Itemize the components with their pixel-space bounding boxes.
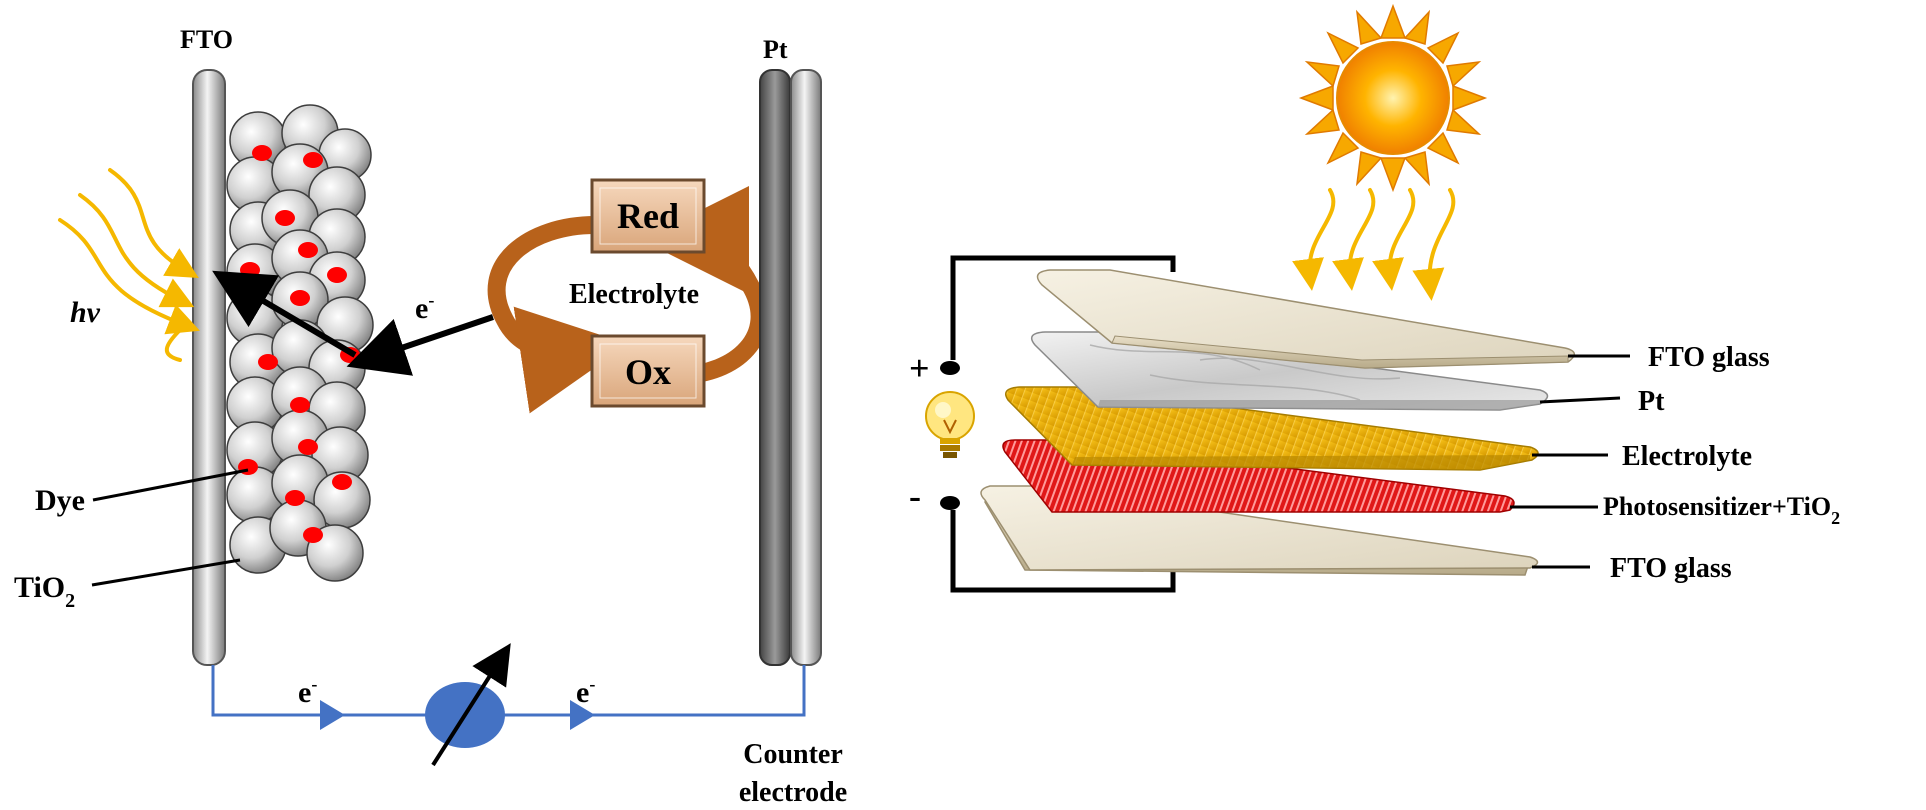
- ox-box: [590, 334, 706, 408]
- pt-substrate: [790, 69, 822, 666]
- layer-pt: [1030, 331, 1549, 411]
- fto-glass-top-label: FTO glass: [1648, 342, 1770, 373]
- sun-icon: [1298, 3, 1488, 193]
- right-panel: + -: [909, 3, 1840, 593]
- circuit-wire-top: [950, 255, 1176, 360]
- fto-glass-bottom-label: FTO glass: [1610, 553, 1732, 584]
- reduction-arrow: [487, 216, 629, 414]
- positive-terminal: [940, 361, 960, 375]
- dye-pointer: [92, 468, 249, 502]
- regeneration-arrow: [346, 314, 494, 376]
- pt-layer-label: Pt: [1638, 386, 1665, 417]
- pt-pointer: [1539, 396, 1621, 404]
- left-panel: FTO: [14, 25, 847, 808]
- incoming-light-rays: [58, 168, 200, 362]
- red-label: Red: [617, 196, 679, 236]
- ox-label: Ox: [625, 352, 671, 392]
- injection-arrow: [212, 270, 357, 358]
- circuit-wire-left: [211, 665, 428, 717]
- photosensitizer-layer-label: Photosensitizer+TiO2: [1603, 492, 1840, 528]
- tio2-label: TiO2: [14, 571, 75, 612]
- oxidation-arrow: [641, 186, 769, 384]
- fto-label: FTO: [180, 25, 233, 54]
- dye-label: Dye: [35, 484, 85, 517]
- redox-cycle: Red Ox Electrolyte: [487, 178, 769, 414]
- hv-label: hv: [70, 296, 101, 329]
- negative-terminal: [940, 496, 960, 510]
- fto-electrode: [192, 69, 226, 666]
- red-box: [590, 178, 706, 254]
- ammeter-icon: [425, 643, 511, 767]
- electrolyte-layer-label: Electrolyte: [1622, 441, 1752, 472]
- counter-electrode-label-line1: Counter: [743, 739, 843, 770]
- electrolyte-label: Electrolyte: [569, 279, 699, 310]
- electron-label-right: e-: [576, 674, 595, 709]
- circuit-wire-bottom: [950, 510, 1176, 593]
- minus-sign: -: [909, 476, 921, 516]
- electron-flow-arrow-left: [320, 700, 345, 730]
- tio2-particles: [226, 104, 374, 582]
- counter-electrode-label-line2: electrode: [739, 777, 847, 808]
- pt-electrode: [759, 69, 791, 666]
- electron-flow-arrow-right: [570, 700, 595, 730]
- light-bulb-icon: [925, 391, 975, 458]
- electron-label-left: e-: [298, 674, 317, 709]
- electron-label-regen: e-: [415, 290, 434, 325]
- sun-rays: [1292, 188, 1456, 301]
- pt-label: Pt: [763, 35, 788, 64]
- plus-sign: +: [909, 348, 930, 388]
- tio2-pointer: [91, 558, 241, 587]
- circuit-wire-right: [500, 665, 806, 717]
